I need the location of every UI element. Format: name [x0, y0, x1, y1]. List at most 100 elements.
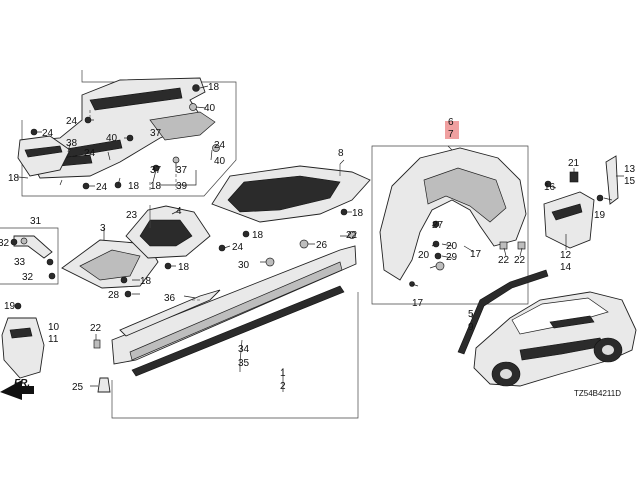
callout-22[interactable]: 22 [498, 255, 510, 266]
rear-hub [602, 345, 614, 355]
callout-40[interactable]: 40 [214, 156, 226, 167]
callout-18[interactable]: 18 [140, 276, 152, 287]
callout-11[interactable]: 11 [48, 334, 59, 345]
callout-24[interactable]: 24 [232, 242, 244, 253]
callout-27[interactable]: 27 [432, 220, 444, 231]
callout-36[interactable]: 36 [164, 293, 176, 304]
callout-18[interactable]: 18 [208, 82, 220, 93]
liner-frame [371, 145, 529, 305]
callout-14[interactable]: 14 [560, 262, 572, 273]
callout-40[interactable]: 40 [106, 133, 118, 144]
leaders-top-left [17, 85, 213, 187]
clip-icon [120, 276, 128, 284]
callout-18[interactable]: 18 [352, 208, 364, 219]
sill-garnish-strip [129, 261, 343, 361]
mudguard-bracket[interactable] [605, 155, 619, 205]
callout-39[interactable]: 39 [176, 181, 188, 192]
clip-22 [517, 241, 526, 250]
side-cover-ribbing [24, 145, 63, 158]
callout-30[interactable]: 30 [238, 260, 250, 271]
callout-32[interactable]: 32 [22, 272, 34, 283]
callout-24[interactable]: 24 [66, 116, 78, 127]
clip-21 [569, 171, 579, 183]
leaders-39-8 [160, 159, 345, 186]
callout-6[interactable]: 6 [448, 117, 454, 128]
callout-20[interactable]: 20 [446, 241, 458, 252]
callout-26[interactable]: 26 [316, 240, 328, 251]
bracket-hole [20, 237, 28, 245]
bracket-31[interactable] [13, 235, 53, 259]
callout-16[interactable]: 16 [544, 182, 556, 193]
callout-18[interactable]: 18 [150, 181, 162, 192]
callout-18[interactable]: 18 [8, 173, 20, 184]
callout-19[interactable]: 19 [594, 210, 606, 221]
callout-12[interactable]: 12 [560, 250, 572, 261]
fastener-22 [93, 339, 101, 349]
callout-17[interactable]: 17 [470, 249, 482, 260]
callout-19[interactable]: 19 [4, 301, 16, 312]
callout-17[interactable]: 17 [412, 298, 424, 309]
callout-33[interactable]: 33 [14, 257, 26, 268]
callout-1[interactable]: 1 [280, 368, 286, 379]
bolt-icon [544, 180, 552, 188]
engine-undercover-center [79, 249, 141, 281]
screw-25 [97, 377, 111, 393]
rear-mudguard[interactable] [543, 191, 595, 249]
bolt-icon [596, 194, 604, 202]
clip-icon [82, 182, 90, 190]
front-mudguard[interactable] [1, 317, 45, 379]
clip-icon [212, 144, 220, 152]
callout-38[interactable]: 38 [66, 138, 78, 149]
callout-22[interactable]: 22 [514, 255, 526, 266]
group-frame [21, 70, 237, 197]
callout-10[interactable]: 10 [48, 322, 60, 333]
callout-24[interactable]: 24 [84, 148, 96, 159]
callout-18[interactable]: 18 [252, 230, 264, 241]
callout-32[interactable]: 32 [0, 238, 10, 249]
callout-9[interactable]: 9 [468, 322, 474, 333]
callout-31[interactable]: 31 [30, 216, 42, 227]
sill-molding[interactable] [131, 285, 345, 377]
callouts: 18 40 24 24 40 37 38 24 24 40 18 37 37 2… [0, 82, 636, 398]
callout-8[interactable]: 8 [338, 148, 344, 159]
callout-40[interactable]: 40 [204, 103, 216, 114]
leader-lines [17, 85, 624, 392]
callout-29[interactable]: 29 [446, 252, 458, 263]
callout-35[interactable]: 35 [238, 358, 250, 369]
callout-13[interactable]: 13 [624, 164, 636, 175]
callout-5[interactable]: 5 [468, 309, 474, 320]
sill-lower-trim[interactable] [119, 289, 221, 337]
callout-25[interactable]: 25 [72, 382, 84, 393]
callout-21[interactable]: 21 [568, 158, 580, 169]
callout-22[interactable]: 22 [346, 230, 358, 241]
clip-icon [192, 84, 200, 92]
callout-28[interactable]: 28 [108, 290, 120, 301]
front-side-cover[interactable] [17, 135, 71, 177]
clip-icon [14, 302, 22, 310]
callout-24[interactable]: 24 [96, 182, 108, 193]
vehicle-windows [511, 297, 609, 335]
callout-34[interactable]: 34 [238, 344, 250, 355]
callout-2[interactable]: 2 [280, 381, 286, 392]
callout-23[interactable]: 23 [126, 210, 138, 221]
callout-18[interactable]: 18 [128, 181, 140, 192]
leaders-rear [471, 168, 624, 318]
clip-icon [10, 238, 18, 246]
callout-37[interactable]: 37 [150, 128, 162, 139]
clip-icon [299, 239, 309, 249]
door-molding[interactable] [457, 269, 549, 355]
front-direction-arrow: FR. [0, 378, 34, 400]
callout-22[interactable]: 22 [90, 323, 102, 334]
callout-15[interactable]: 15 [624, 176, 636, 187]
callout-37[interactable]: 37 [150, 165, 162, 176]
callout-37[interactable]: 37 [176, 165, 188, 176]
callout-18[interactable]: 18 [178, 262, 190, 273]
callout-4[interactable]: 4 [176, 206, 182, 217]
callout-24[interactable]: 24 [214, 140, 226, 151]
front-center-cover[interactable] [149, 111, 216, 141]
grommet-icon [265, 257, 275, 267]
callout-24[interactable]: 24 [42, 128, 54, 139]
callout-3[interactable]: 3 [100, 223, 106, 234]
callout-7[interactable]: 7 [448, 129, 454, 140]
callout-20[interactable]: 20 [418, 250, 430, 261]
